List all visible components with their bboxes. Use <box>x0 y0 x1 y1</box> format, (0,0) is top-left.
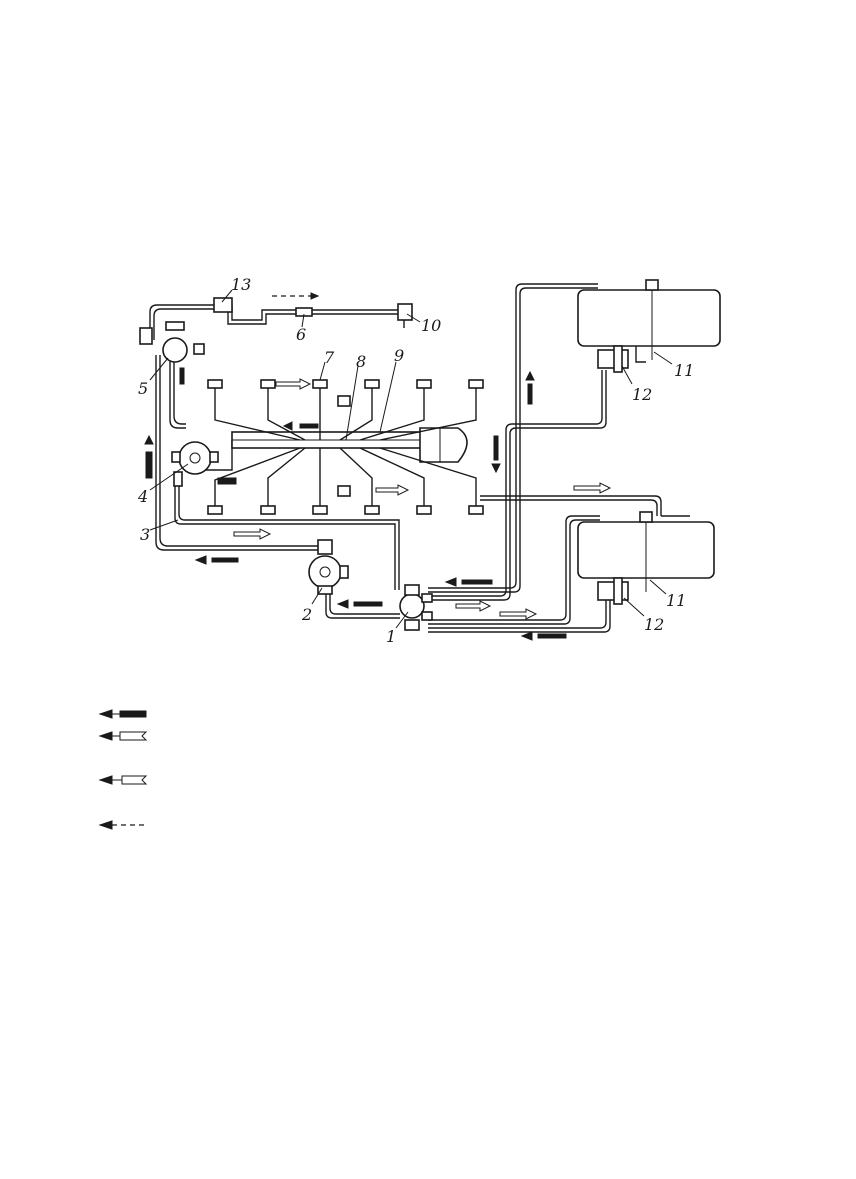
callout-3: 3 <box>140 525 150 544</box>
legend <box>98 709 148 830</box>
callout-1: 1 <box>386 627 396 646</box>
callout-2: 2 <box>301 605 312 624</box>
air-tank-bottom <box>577 511 715 592</box>
callout-11-top: 11 <box>674 361 694 380</box>
callout-12-top: 12 <box>632 385 652 404</box>
callout-7: 7 <box>324 348 335 367</box>
flow-arrows <box>144 292 612 641</box>
legend-item-hollow <box>98 775 148 785</box>
brake-manifold <box>207 379 484 515</box>
top-fittings <box>207 379 484 441</box>
callout-labels: 13 6 10 5 7 8 9 4 3 2 1 11 12 11 12 <box>137 275 694 646</box>
drain-valve-12-bottom <box>597 577 629 605</box>
legend-item-dashed <box>98 820 148 830</box>
valve-13 <box>213 297 233 313</box>
valve-5 <box>139 321 205 363</box>
legend-item-solid-black <box>98 709 147 719</box>
legend-item-hollow-tail <box>98 731 148 741</box>
callout-6: 6 <box>296 325 306 344</box>
callout-12-bottom: 12 <box>644 615 664 634</box>
callout-8: 8 <box>356 352 366 371</box>
callout-11-bottom: 11 <box>666 591 686 610</box>
valve-2 <box>308 539 349 595</box>
callout-13: 13 <box>231 275 251 294</box>
air-tank-top <box>577 279 721 363</box>
valve-1 <box>399 584 433 631</box>
bottom-fittings <box>207 447 484 515</box>
callout-5: 5 <box>138 379 148 398</box>
valve-4 <box>171 441 219 487</box>
callout-10: 10 <box>421 316 441 335</box>
drain-valve-12-top <box>597 345 629 373</box>
pipe-network <box>149 283 690 633</box>
callout-4: 4 <box>137 487 148 506</box>
callout-9: 9 <box>394 346 404 365</box>
coupling-head-10 <box>397 303 413 328</box>
